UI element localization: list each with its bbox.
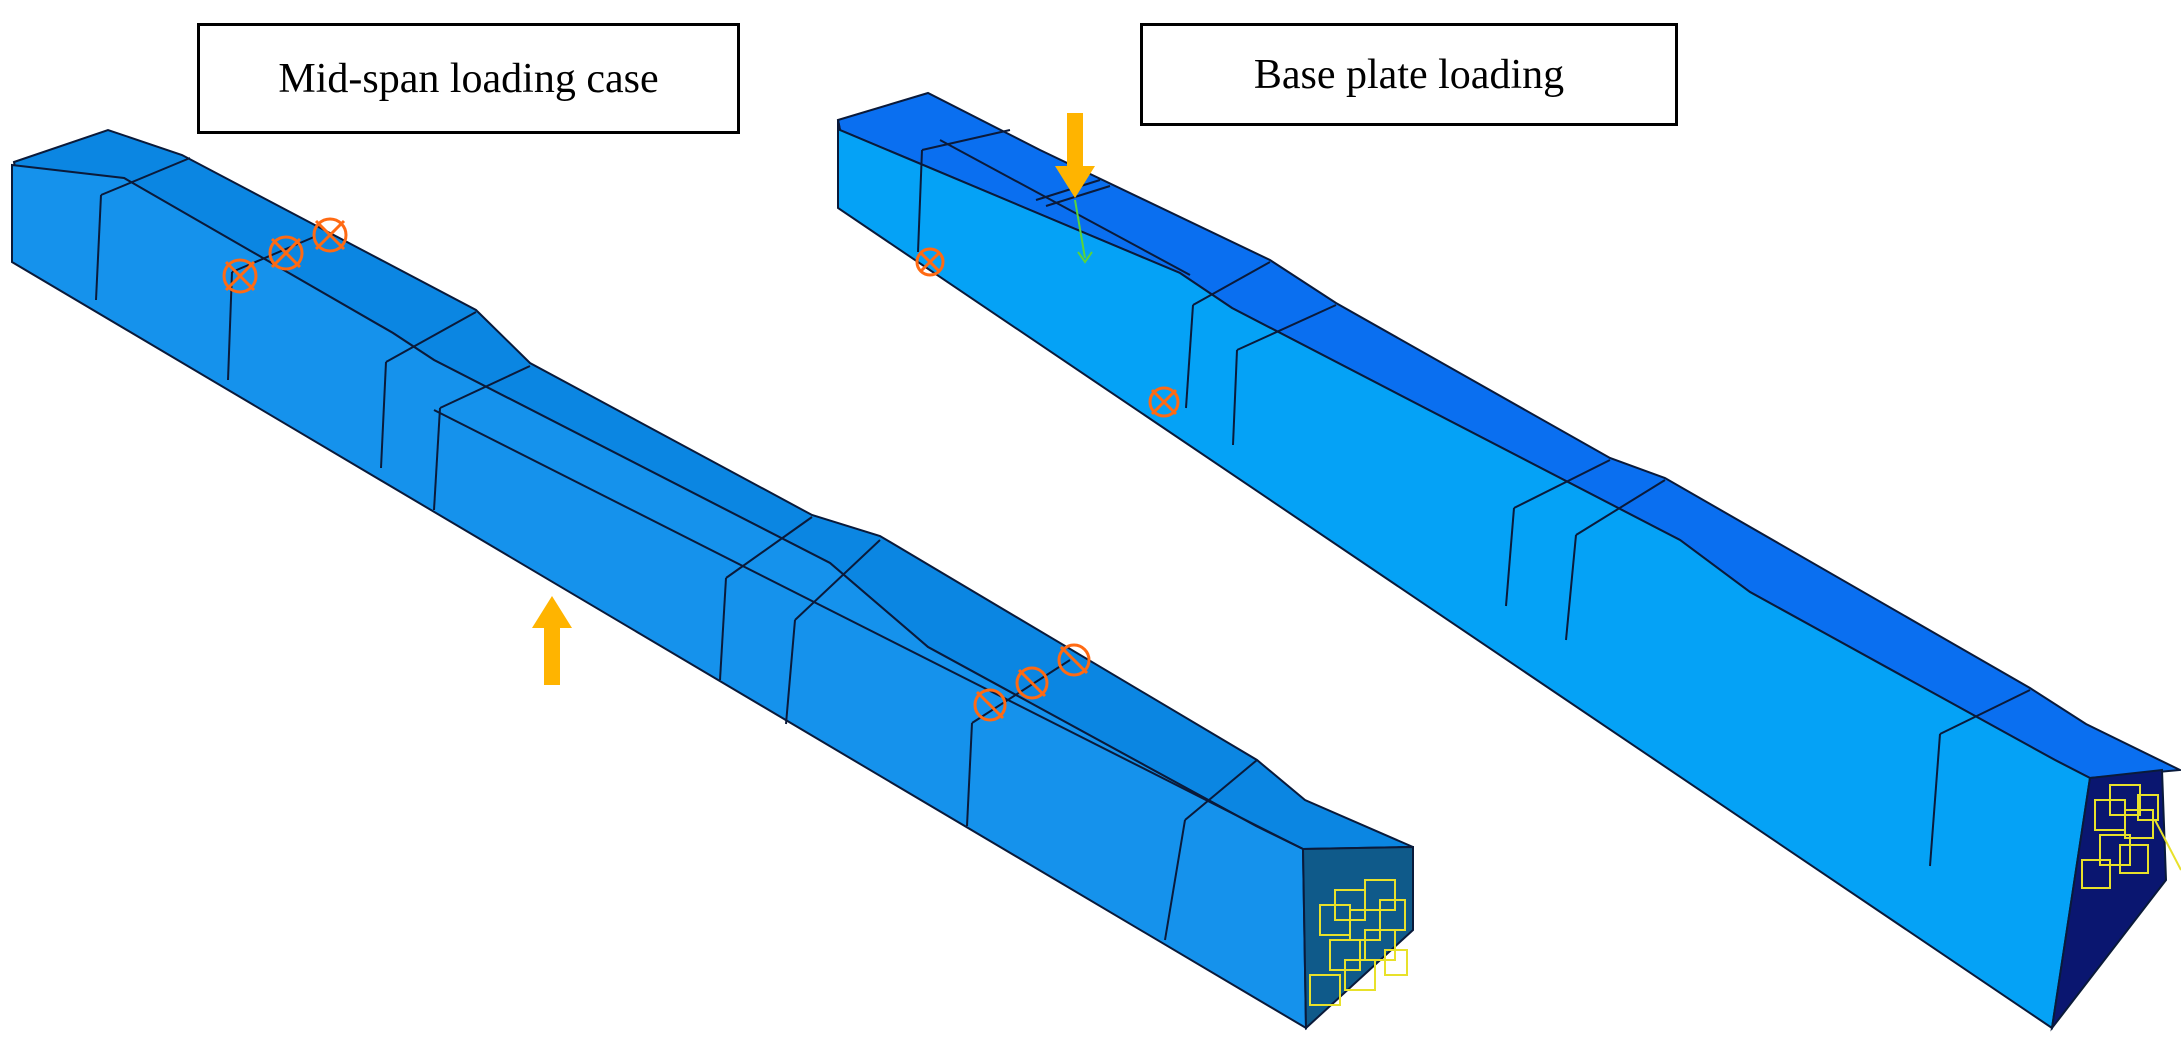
right-load-vector	[1074, 199, 1093, 264]
right-constraint-markers	[915, 247, 1180, 418]
left-panel-title: Mid-span loading case	[197, 23, 740, 134]
left-beam-partitions	[95, 157, 1304, 941]
left-constraint-markers-a	[222, 217, 348, 294]
right-beam-model	[836, 91, 2181, 1032]
left-constraint-markers-b	[973, 643, 1091, 722]
left-beam-end-face	[1301, 845, 1414, 1031]
left-load-arrow	[532, 596, 572, 685]
right-beam-partitions	[917, 129, 2031, 867]
left-beam-model	[11, 128, 1414, 1031]
left-beam-side-face	[11, 163, 1308, 1030]
left-boundary-markers	[1309, 879, 1408, 1006]
right-panel-title: Base plate loading	[1140, 23, 1678, 126]
right-beam-side-face	[837, 119, 2092, 1030]
right-boundary-markers	[2081, 784, 2181, 889]
right-beam-end-face	[2050, 768, 2168, 1032]
right-load-arrow	[1055, 113, 1095, 198]
